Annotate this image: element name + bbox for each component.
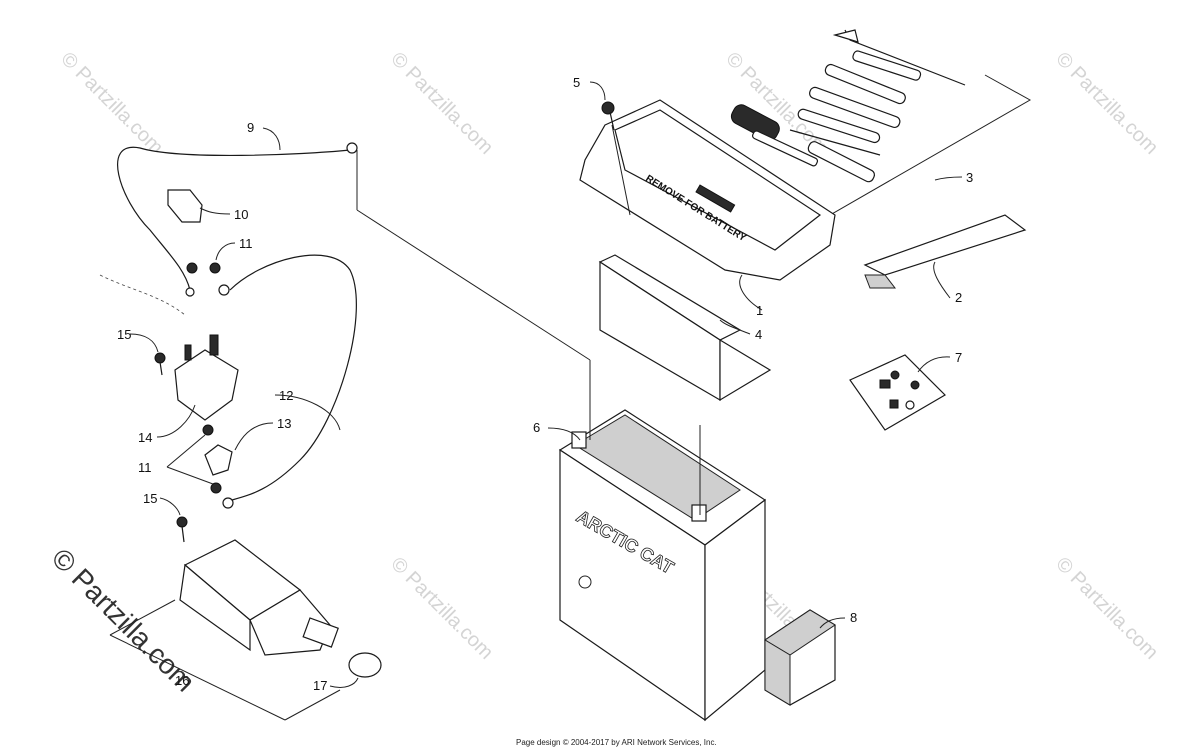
callout-11: 11: [138, 460, 152, 475]
solenoid-part[interactable]: [99, 274, 239, 421]
battery-cable-part[interactable]: [117, 142, 358, 297]
watermark: © Partzilla.com: [1051, 48, 1162, 159]
footer-copyright: Page design © 2004-2017 by ARI Network S…: [516, 738, 717, 747]
callout-6: 6: [533, 420, 540, 435]
watermark: © Partzilla.com: [56, 48, 167, 159]
tool-kit-part[interactable]: [729, 29, 1032, 216]
battery-strap-part[interactable]: [863, 214, 1027, 289]
callout-15: 15: [143, 491, 157, 506]
callout-1: 1: [756, 303, 763, 318]
callout-8: 8: [850, 610, 857, 625]
callout-leaders: [129, 81, 963, 688]
callout-15: 15: [117, 327, 131, 342]
terminal-boot-part[interactable]: [167, 189, 203, 223]
callout-11: 11: [239, 236, 253, 251]
callout-7: 7: [955, 350, 962, 365]
callout-4: 4: [755, 327, 762, 342]
starter-motor-part[interactable]: [109, 539, 341, 721]
battery-bracket-part[interactable]: [598, 254, 772, 402]
callout-3: 3: [966, 170, 973, 185]
battery-part[interactable]: ARCTIC CAT: [356, 150, 767, 722]
screw-part[interactable]: [601, 101, 631, 216]
watermark: © Partzilla.com: [386, 48, 497, 159]
callout-17: 17: [313, 678, 327, 693]
watermark: © Partzilla.com: [1051, 553, 1162, 664]
watermark: © Partzilla.com: [386, 553, 497, 664]
callout-10: 10: [234, 207, 248, 222]
callout-16: 16: [175, 673, 189, 688]
o-ring-part[interactable]: [348, 652, 382, 678]
nut-part[interactable]: [186, 262, 222, 494]
terminal-boot-part[interactable]: [204, 444, 233, 476]
hardware-kit-part[interactable]: [849, 354, 946, 431]
callout-5: 5: [573, 75, 580, 90]
callout-14: 14: [138, 430, 152, 445]
callout-2: 2: [955, 290, 962, 305]
callout-labels: 1 2 3 4 5 6 7 8 9 10 11 12 13 14 15 11 1…: [117, 75, 973, 693]
callout-9: 9: [247, 120, 254, 135]
starter-cable-part[interactable]: [218, 254, 357, 509]
bolt-part[interactable]: [154, 352, 188, 543]
foam-pad-part[interactable]: [764, 609, 836, 706]
callout-12: 12: [279, 388, 293, 403]
callout-13: 13: [277, 416, 291, 431]
